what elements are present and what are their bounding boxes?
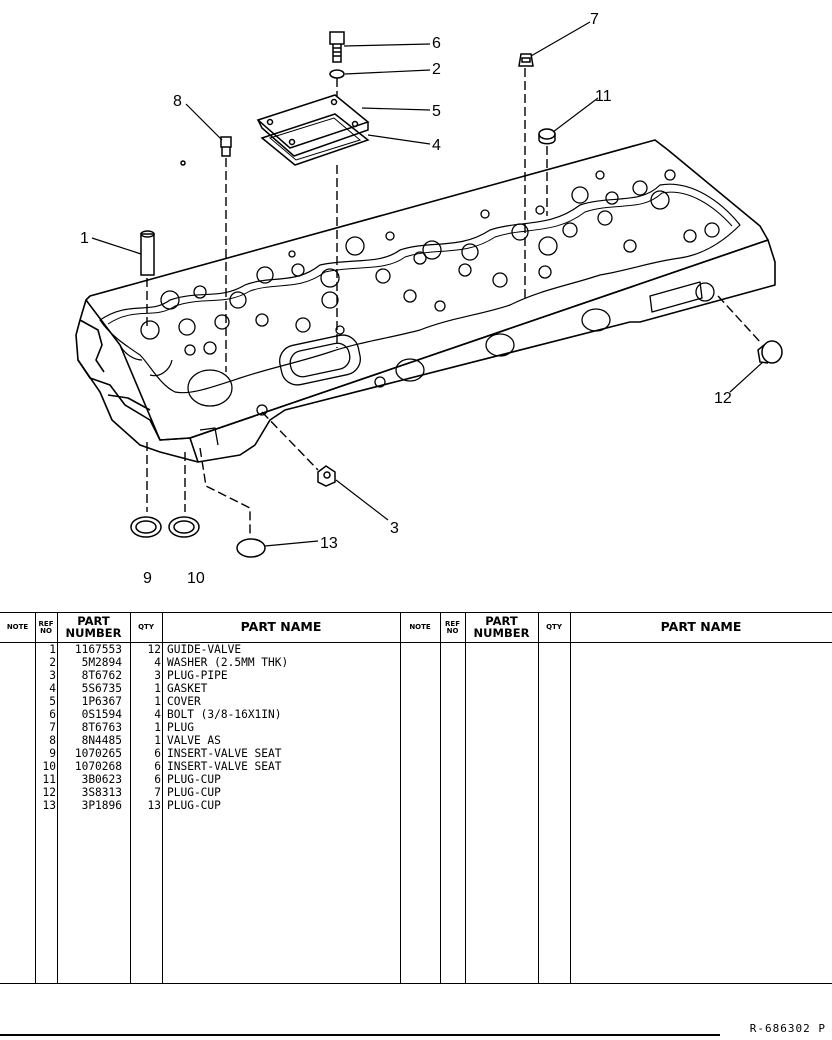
cup-plug-part-13: [236, 538, 266, 558]
callout-1: 1: [80, 230, 89, 247]
header-note: NOTE: [6, 623, 29, 631]
header-part-number: PART NUMBER: [65, 614, 122, 640]
table-row: 12 3S8313 7 PLUG-CUP: [42, 786, 221, 799]
parts-list-table: NOTE REF NO PART NUMBER QTY PART NAME NO…: [0, 612, 832, 984]
header-part-name-right: PART NAME: [660, 619, 742, 635]
callout-7: 7: [590, 11, 599, 28]
header-part-number-right: PART NUMBER: [473, 614, 530, 640]
table-row: 5 1P6367 1 COVER: [49, 695, 201, 708]
gasket-part: [260, 113, 370, 166]
valve-seat-insert-10: [168, 516, 200, 538]
header-ref-no: REF NO: [38, 619, 54, 635]
header-qty: QTY: [138, 623, 154, 631]
table-row: 11 3B0623 6 PLUG-CUP: [42, 773, 221, 786]
header-note-right: NOTE: [409, 623, 431, 631]
front-face-ports: [187, 281, 715, 446]
table-row: 13 3P1896 13 PLUG-CUP: [42, 799, 221, 812]
header-part-name: PART NAME: [240, 619, 322, 635]
cup-plug-part-11: [538, 128, 556, 145]
table-row: 4 5S6735 1 GASKET: [49, 682, 208, 695]
pipe-plug-part: [317, 465, 336, 487]
callout-2: 2: [432, 61, 441, 78]
footer-rule: [0, 1034, 720, 1036]
callout-11: 11: [595, 88, 612, 105]
callout-9: 9: [143, 570, 152, 587]
washer-part: [329, 69, 345, 79]
callout-10: 10: [187, 570, 205, 587]
table-row: 2 5M2894 4 WASHER (2.5MM THK): [49, 656, 289, 669]
table-row: 3 8T6762 3 PLUG-PIPE: [49, 669, 228, 682]
head-top-face: [85, 139, 769, 441]
header-qty-right: QTY: [546, 623, 562, 631]
table-row: 1 1167553 12 GUIDE-VALVE: [49, 643, 242, 656]
head-end-face: [75, 299, 191, 441]
callout-4: 4: [432, 137, 441, 154]
cylinder-head-drawing: 1 2 3 4 5 6 7 8 9 10 11 12 13: [75, 11, 783, 587]
valve-assembly-part: [180, 136, 232, 166]
callout-3: 3: [390, 520, 399, 537]
callout-8: 8: [173, 93, 182, 110]
table-row: 9 1070265 6 INSERT-VALVE SEAT: [49, 747, 282, 760]
head-front-face: [189, 239, 776, 463]
callout-6: 6: [432, 35, 441, 52]
header-ref-no-right: REF NO: [445, 619, 460, 635]
callout-numbers: 1 2 3 4 5 6 7 8 9 10 11 12 13: [80, 11, 732, 587]
exploded-parts-diagram: 1 2 3 4 5 6 7 8 9 10 11 12 13: [75, 11, 783, 587]
callout-12: 12: [714, 390, 732, 407]
table-row: 6 0S1594 4 BOLT (3/8-16X1IN): [49, 708, 282, 721]
cover-part: [256, 94, 370, 157]
document-reference: R-686302 P: [749, 1022, 826, 1035]
table-row: 7 8T6763 1 PLUG: [49, 721, 194, 734]
bolt-part: [329, 31, 345, 63]
table-row: 10 1070268 6 INSERT-VALVE SEAT: [42, 760, 282, 773]
gasket-seal-outline: [99, 183, 741, 394]
cup-plug-part-12: [757, 340, 783, 364]
leader-lines: [91, 21, 764, 547]
port-holes: [140, 169, 720, 356]
table-row: 8 8N4485 1 VALVE AS: [49, 734, 221, 747]
callout-13: 13: [320, 535, 338, 552]
plug-part-7: [518, 53, 534, 67]
callout-5: 5: [432, 103, 441, 120]
assembly-lines: [146, 68, 763, 536]
valve-seat-insert-9: [130, 516, 162, 538]
valve-guide-part: [140, 230, 155, 276]
